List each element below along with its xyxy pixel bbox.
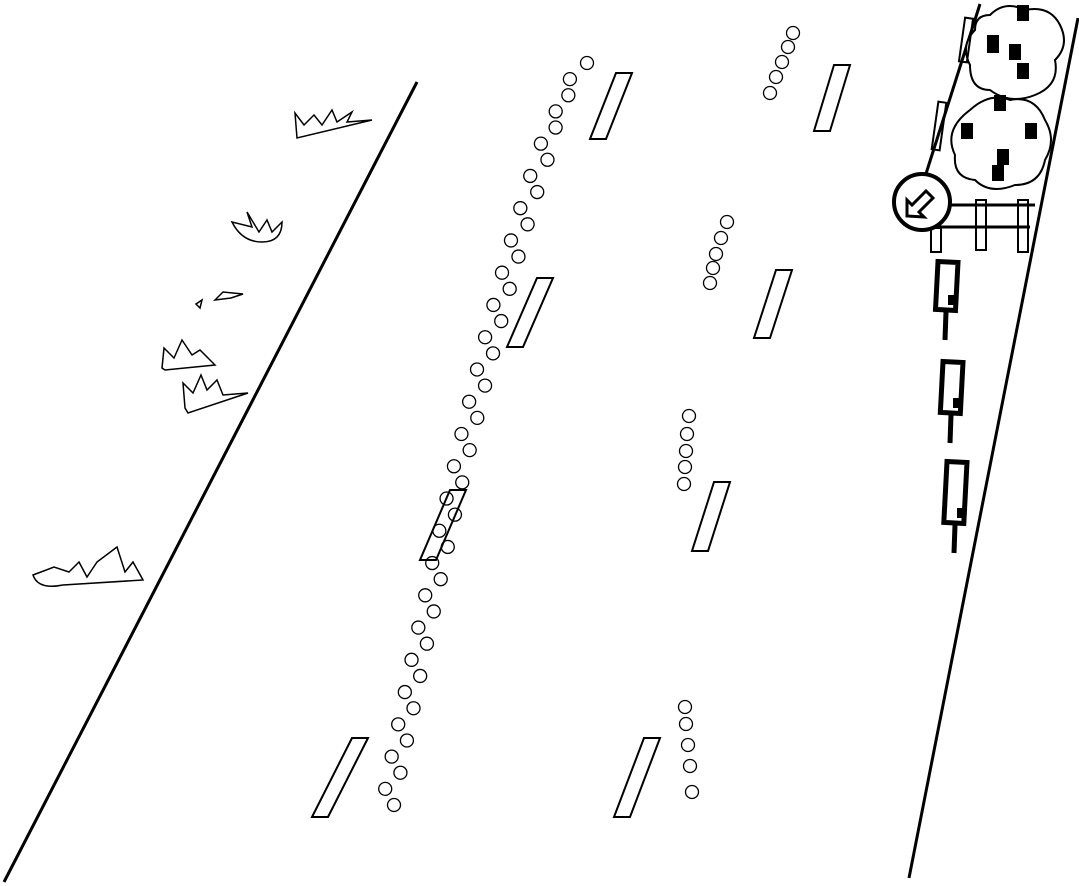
lane-dash <box>312 738 368 817</box>
lane-dash <box>754 270 792 338</box>
lane-markings <box>312 65 850 817</box>
cone-dot <box>503 282 516 295</box>
cone-dot <box>385 750 398 763</box>
cone-dot <box>563 73 576 86</box>
cone-dot <box>782 41 795 54</box>
cone-dot <box>434 573 447 586</box>
cone-dot <box>433 524 446 537</box>
cone-dots <box>379 27 800 812</box>
bollard-icon <box>944 461 967 553</box>
cone-dot <box>405 653 418 666</box>
cone-dot <box>721 216 734 229</box>
grass-tuft-icon <box>33 547 143 586</box>
cone-dot <box>455 428 468 441</box>
cone-dot <box>521 218 534 231</box>
cone-dot <box>427 605 440 618</box>
cone-dot <box>512 250 525 263</box>
left-road-edge <box>4 82 417 882</box>
lane-dash <box>692 482 730 551</box>
cone-dot <box>686 786 699 799</box>
cone-dot <box>770 71 783 84</box>
cone-dot <box>684 760 697 773</box>
cone-dot <box>398 686 411 699</box>
cone-dot <box>471 411 484 424</box>
cone-dot <box>479 331 492 344</box>
lane-dash <box>590 73 632 139</box>
cone-dot <box>707 262 720 275</box>
cone-dot <box>787 27 800 40</box>
cone-dot <box>400 734 413 747</box>
cone-dot <box>471 363 484 376</box>
cone-dot <box>394 766 407 779</box>
cone-dot <box>680 718 693 731</box>
cone-dot <box>680 445 693 458</box>
cone-dot <box>479 379 492 392</box>
cone-dot <box>549 105 562 118</box>
cone-dot <box>456 476 469 489</box>
cone-dot <box>420 637 433 650</box>
cone-dot <box>531 186 544 199</box>
cone-dot <box>524 169 537 182</box>
cone-dot <box>487 298 500 311</box>
bollard-icon <box>940 361 963 443</box>
cone-dot <box>514 202 527 215</box>
cone-dot <box>682 739 695 752</box>
cone-dot <box>392 718 405 731</box>
direction-arrow-sign-icon <box>894 174 950 230</box>
cone-dot <box>414 669 427 682</box>
grass-tuft-icon <box>196 292 243 308</box>
grass-tuft-icon <box>232 212 282 242</box>
cone-dot <box>704 277 717 290</box>
cone-dot <box>764 87 777 100</box>
cone-dot <box>562 89 575 102</box>
lane-dash <box>420 490 466 560</box>
cone-dot <box>448 508 461 521</box>
cone-dot <box>440 492 453 505</box>
cone-dot <box>441 540 454 553</box>
right-road-edge <box>909 18 1078 878</box>
cone-dot <box>495 315 508 328</box>
bollards <box>936 261 967 553</box>
cone-dot <box>541 153 554 166</box>
cone-dot <box>534 137 547 150</box>
cone-dot <box>710 248 723 261</box>
lane-dash <box>614 738 660 817</box>
cone-dot <box>496 266 509 279</box>
fence <box>931 200 1035 252</box>
cone-dot <box>463 395 476 408</box>
tree-icon <box>951 96 1051 189</box>
cone-dot <box>379 782 392 795</box>
grass-tuft-icon <box>162 340 248 413</box>
cone-dot <box>776 56 789 69</box>
cone-dot <box>412 621 425 634</box>
cone-dot <box>426 557 439 570</box>
cone-dot <box>681 428 694 441</box>
post-icon <box>959 18 973 63</box>
cone-dot <box>683 410 696 423</box>
cone-dot <box>487 347 500 360</box>
cone-dot <box>447 460 460 473</box>
cone-dot <box>715 232 728 245</box>
cone-dot <box>388 799 401 812</box>
cone-dot <box>549 121 562 134</box>
cone-dot <box>678 478 691 491</box>
lane-dash <box>507 278 553 347</box>
grass-tuft-icon <box>295 110 372 138</box>
cone-dot <box>407 702 420 715</box>
bollard-icon <box>936 261 958 340</box>
lane-dash <box>814 65 850 131</box>
cone-dot <box>679 701 692 714</box>
cone-dot <box>581 57 594 70</box>
cone-dot <box>419 589 432 602</box>
tree-icon <box>966 6 1064 99</box>
cone-dot <box>463 444 476 457</box>
post-icon <box>932 102 947 151</box>
cone-dot <box>679 461 692 474</box>
cone-dot <box>504 234 517 247</box>
